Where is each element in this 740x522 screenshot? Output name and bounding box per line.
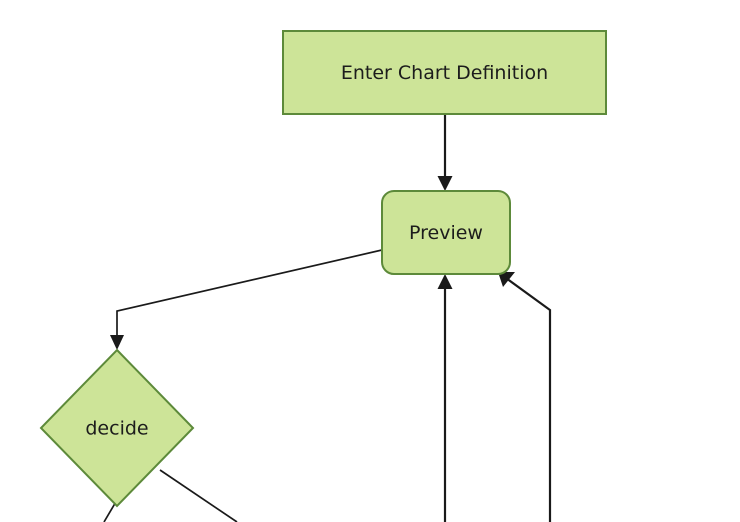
node-decide-label: decide bbox=[85, 418, 148, 440]
arrow-head-into-decide-top bbox=[110, 335, 124, 350]
node-enter-chart-definition-shape[interactable] bbox=[282, 30, 607, 115]
edge-decide-branch-right-line bbox=[159, 469, 238, 522]
arrow-head-into-preview-corner bbox=[498, 272, 515, 287]
arrow-head-into-preview-top bbox=[437, 176, 453, 191]
edge-preview-to-decide bbox=[110, 249, 383, 350]
node-decide-shape[interactable] bbox=[39, 348, 195, 508]
edge-return-b-line bbox=[505, 277, 552, 522]
edge-preview-to-decide-line bbox=[116, 249, 383, 340]
arrow-head-into-preview-bottom bbox=[437, 274, 453, 289]
node-preview-shape[interactable] bbox=[381, 190, 511, 275]
node-enter-chart-definition-label: Enter Chart Definition bbox=[341, 62, 548, 84]
edge-return-into-preview-corner bbox=[498, 272, 552, 522]
node-preview-label: Preview bbox=[409, 222, 483, 244]
edge-decide-branch-right bbox=[159, 469, 238, 522]
node-enter-chart-definition[interactable]: Enter Chart Definition bbox=[282, 30, 607, 115]
edge-enter-to-preview bbox=[437, 114, 453, 191]
node-preview[interactable]: Preview bbox=[381, 190, 511, 275]
node-decide[interactable]: decide bbox=[39, 348, 195, 508]
edge-return-into-preview-bottom bbox=[437, 274, 453, 522]
